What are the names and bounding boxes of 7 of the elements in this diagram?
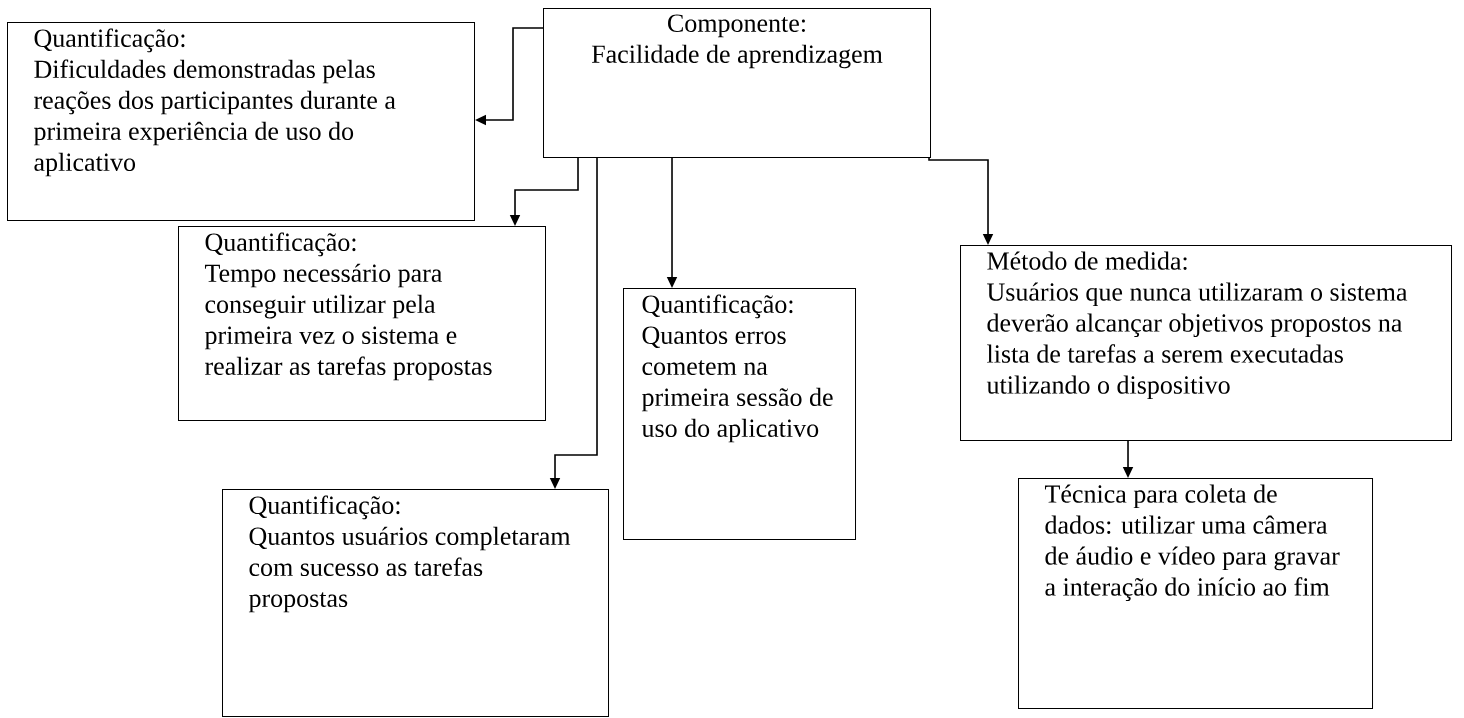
text-box: Componente: Facilidade de aprendizagem [543,8,931,158]
text-box: Técnica para coleta de dados: utilizar uma câmera de áudio e vídeo para gravar a interação do início ao fim [1018,478,1373,709]
text-box: Quantificação: Dificuldades demonstradas pelas reações dos participantes durante a primeira experiência de uso do aplicativo [7,22,475,221]
text-box: Método de medida: Usuários que nunca utilizaram o sistema deverão alcançar objetivos propostos na lista de tarefas a serem executadas utilizando o dispositivo [960,245,1452,441]
text-box: Quantificação: Quantos erros cometem na primeira sessão de uso do aplicativo [623,288,856,540]
text-box: Quantificação: Tempo necessário para conseguir utilizar pela primeira vez o sistema e realizar as tarefas propostas [178,226,546,421]
text-box: Quantificação: Quantos usuários completaram com sucesso as tarefas propostas [222,489,609,717]
